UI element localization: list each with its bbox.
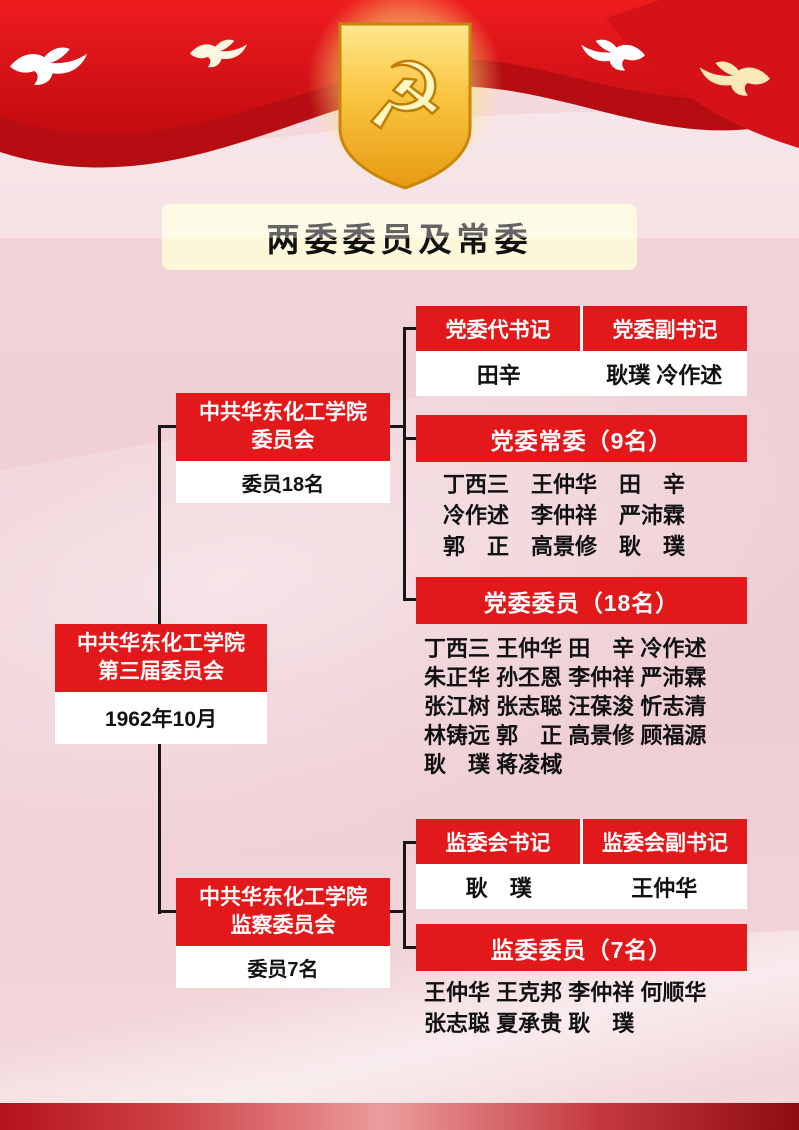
org-box-line: 中共华东化工学院: [77, 632, 245, 655]
header-cell-supervisory-deputy: 监委会副书记: [602, 831, 728, 855]
member-name-row: 王仲华 王克邦 李仲祥 何顺华: [424, 980, 707, 1005]
supervisory-leaders-header: 监委会书记 监委会副书记: [416, 819, 747, 864]
header-cell-supervisory-secretary: 监委会书记: [416, 819, 583, 864]
banner-decoration: ☭: [0, 0, 799, 238]
value-deputy-secretary: 耿璞 冷作述: [606, 362, 723, 388]
connector-line: [389, 910, 406, 913]
member-name-row: 朱正华 孙丕恩 李仲祥 严沛霖: [424, 665, 707, 690]
flag-right-swoosh: [606, 0, 799, 148]
org-box-line: 监察委员会: [230, 914, 336, 937]
connector-line: [403, 946, 417, 949]
member-name-row: 丁西三 王仲华 田 辛 冷作述: [424, 636, 707, 661]
header-cell-deputy-secretary: 党委副书记: [612, 318, 718, 342]
party-emblem-icon: ☭: [364, 43, 446, 150]
member-name-row: 林铸远 郭 正 高景修 顾福源: [424, 723, 707, 748]
org-box-supervisory-count: 委员7名: [176, 946, 390, 988]
connector-line: [403, 841, 417, 844]
party-members-header: 党委委员（18名）: [416, 577, 747, 624]
connector-line: [403, 327, 417, 330]
org-box-line: 中共华东化工学院: [199, 886, 367, 909]
connector-line: [403, 437, 417, 440]
supervisory-leaders-values: 耿 璞 王仲华: [416, 864, 747, 909]
party-leaders-header: 党委代书记 党委副书记: [416, 306, 747, 351]
value-supervisory-secretary: 耿 璞: [465, 875, 532, 901]
supervisory-members-header: 监委委员（7名）: [416, 924, 747, 971]
org-box-date: 1962年10月: [55, 692, 267, 744]
org-box-party-committee: 中共华东化工学院 委员会: [176, 393, 390, 461]
footer-bar: [0, 1103, 799, 1130]
standing-members-list: 丁西三 王仲华 田 辛 冷作述 李仲祥 严沛霖 郭 正 高景修 耿 璞: [416, 469, 747, 562]
page-title-text: 两委委员及常委: [266, 221, 533, 258]
member-name-row: 耿 璞 蒋凌棫: [424, 752, 563, 777]
page-title: 两委委员及常委: [162, 204, 637, 270]
member-name-row: 冷作述 李仲祥 严沛霖: [443, 503, 686, 528]
standing-committee-header: 党委常委（9名）: [416, 415, 747, 462]
emblem-badge: [338, 22, 472, 190]
connector-line: [403, 327, 406, 601]
connector-line: [158, 910, 178, 913]
org-box-supervisory-committee: 中共华东化工学院 监察委员会: [176, 878, 390, 946]
member-name-row: 丁西三 王仲华 田 辛: [443, 472, 686, 497]
connector-line: [158, 425, 178, 428]
flag-bright-layer: [0, 0, 799, 135]
member-name-row: 张江树 张志聪 汪葆浚 忻志清: [424, 694, 707, 719]
connector-line: [389, 425, 406, 428]
party-leaders-values: 田辛 耿璞 冷作述: [416, 351, 747, 396]
connector-line: [403, 841, 406, 949]
value-supervisory-deputy: 王仲华: [631, 875, 698, 901]
org-box-third-committee: 中共华东化工学院 第三届委员会: [55, 624, 267, 692]
value-acting-secretary: 田辛: [476, 362, 521, 388]
connector-line: [403, 598, 417, 601]
supervisory-members-list: 王仲华 王克邦 李仲祥 何顺华 张志聪 夏承贵 耿 璞: [416, 977, 747, 1039]
member-name-row: 郭 正 高景修 耿 璞: [443, 534, 686, 559]
org-box-line: 中共华东化工学院: [199, 401, 367, 424]
party-members-list: 丁西三 王仲华 田 辛 冷作述 朱正华 孙丕恩 李仲祥 严沛霖 张江树 张志聪 …: [416, 634, 747, 779]
header-cell-acting-secretary: 党委代书记: [416, 306, 583, 351]
org-box-line: 第三届委员会: [98, 660, 224, 683]
org-box-party-count: 委员18名: [176, 461, 390, 503]
org-box-line: 委员会: [251, 429, 315, 452]
member-name-row: 张志聪 夏承贵 耿 璞: [424, 1011, 635, 1036]
